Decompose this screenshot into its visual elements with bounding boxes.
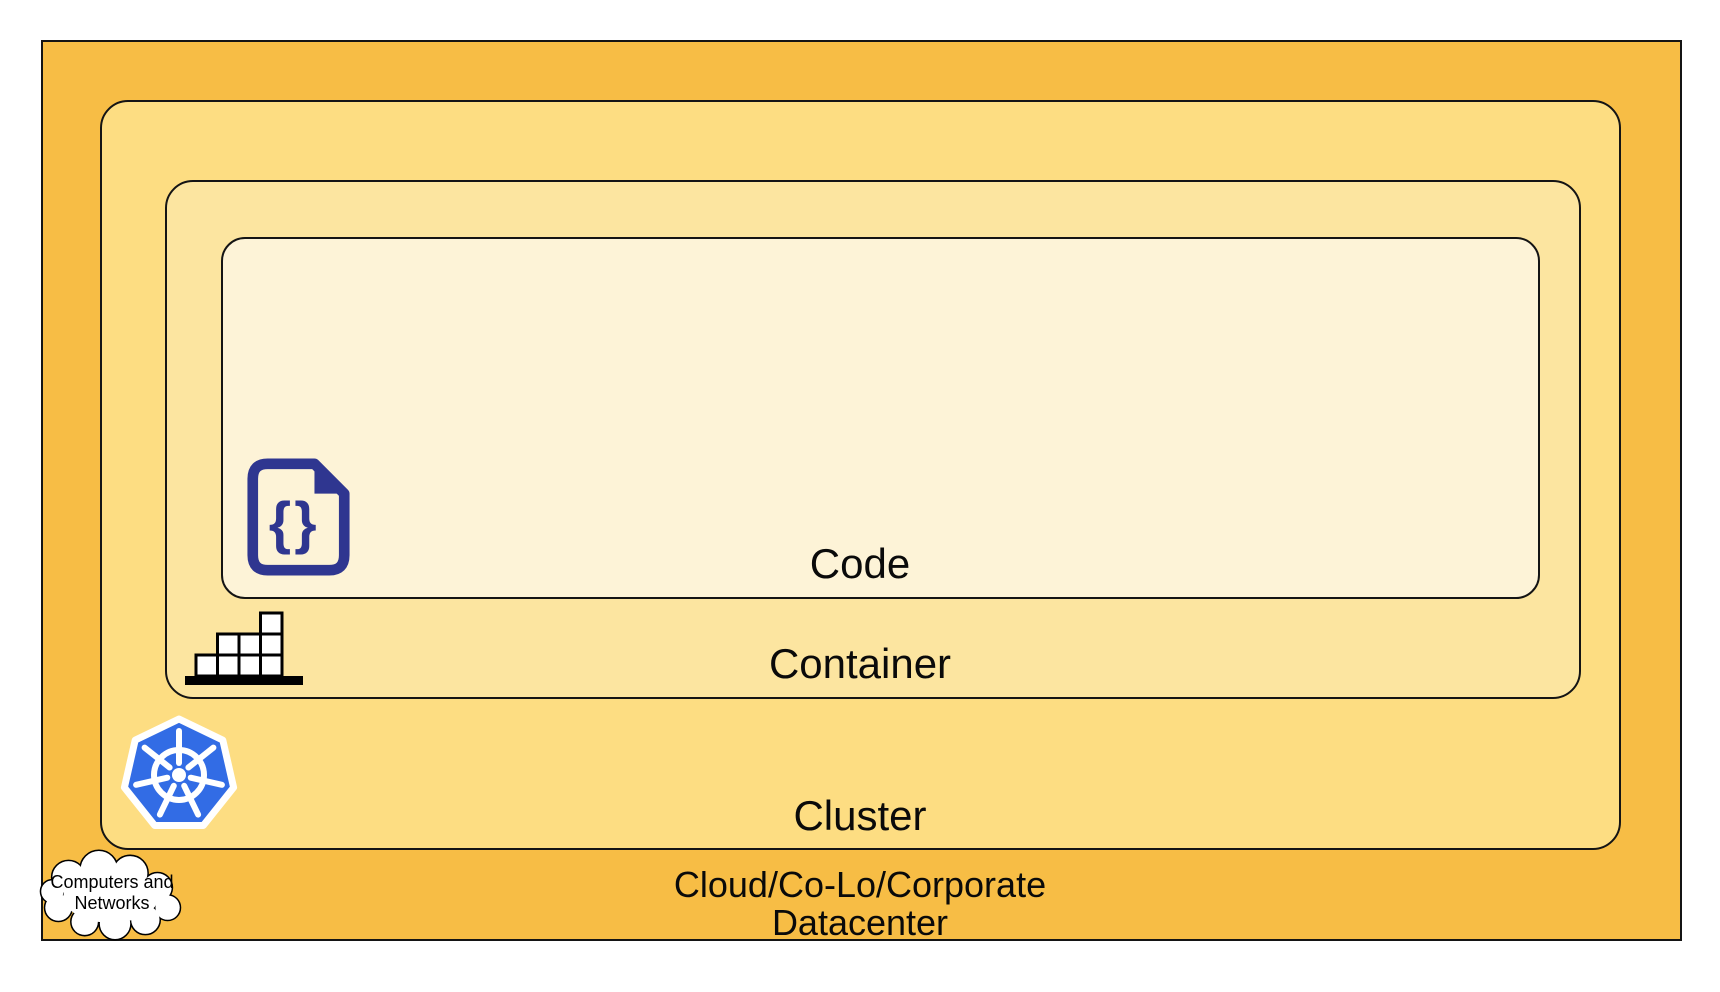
code-file-outline [247,458,350,576]
cloud-label-line1: Computers and [50,872,174,892]
datacenter-label-line1: Cloud/Co-Lo/Corporate [673,864,1047,905]
code-braces-glyph: {} [269,492,320,556]
code-layer-box [221,237,1540,599]
kubernetes-hub [172,768,186,782]
container-blocks [194,611,284,678]
datacenter-label-line2: Datacenter [771,902,949,943]
kubernetes-icon [120,715,238,829]
computers-networks-cloud [39,849,182,941]
cluster-layer-label: Cluster [793,792,927,839]
cloud-callout-label: Computers and Networks [36,872,188,914]
cloud-label-line2: Networks [74,893,150,913]
datacenter-layer-label: Cloud/Co-Lo/Corporate Datacenter [0,866,1720,942]
container-base-bar [185,676,303,685]
cloud-fill [41,851,180,939]
container-layer-label: Container [768,640,952,687]
code-file-icon: {} [247,458,350,576]
container-blocks-icon [185,611,303,685]
kubernetes-wheel [133,728,225,818]
code-file-fold [314,463,345,494]
code-layer-label: Code [809,540,911,587]
